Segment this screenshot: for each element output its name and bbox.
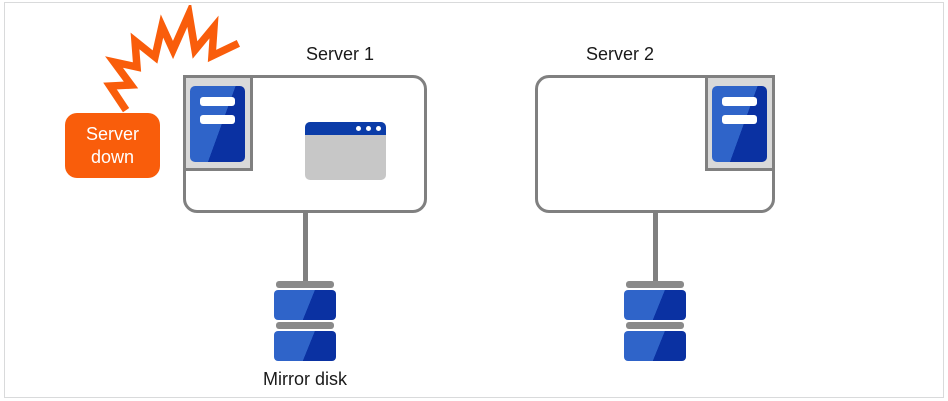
server-down-badge: Server down (65, 113, 160, 178)
server1-label: Server 1 (305, 44, 375, 64)
disk-cap (626, 281, 684, 288)
mirror-disk-label: Mirror disk (263, 369, 347, 389)
server2-label: Server 2 (585, 44, 655, 64)
disk-band (276, 322, 334, 329)
server-down-badge-line2: down (90, 146, 135, 167)
server2-disk-connector (652, 213, 658, 284)
server-down-badge-line1: Server (85, 123, 139, 144)
server-tower-icon (712, 86, 767, 162)
application-window-icon (305, 122, 386, 180)
server1-disk-connector (302, 213, 308, 284)
disk-platter (624, 290, 686, 320)
disk-platter (624, 331, 686, 361)
tower-slot-bar (722, 97, 757, 106)
disk-platter (274, 331, 336, 361)
application-window-titlebar (305, 122, 386, 135)
disk-band (626, 322, 684, 329)
disk-platter (274, 290, 336, 320)
window-dot-icon (376, 126, 381, 131)
window-dot-icon (356, 126, 361, 131)
server-tower-icon (190, 86, 245, 162)
shock-bolt-icon (103, 5, 241, 113)
tower-slot-bar (722, 115, 757, 124)
disk-cap (276, 281, 334, 288)
tower-slot-bar (200, 115, 235, 124)
window-dot-icon (366, 126, 371, 131)
tower-slot-bar (200, 97, 235, 106)
